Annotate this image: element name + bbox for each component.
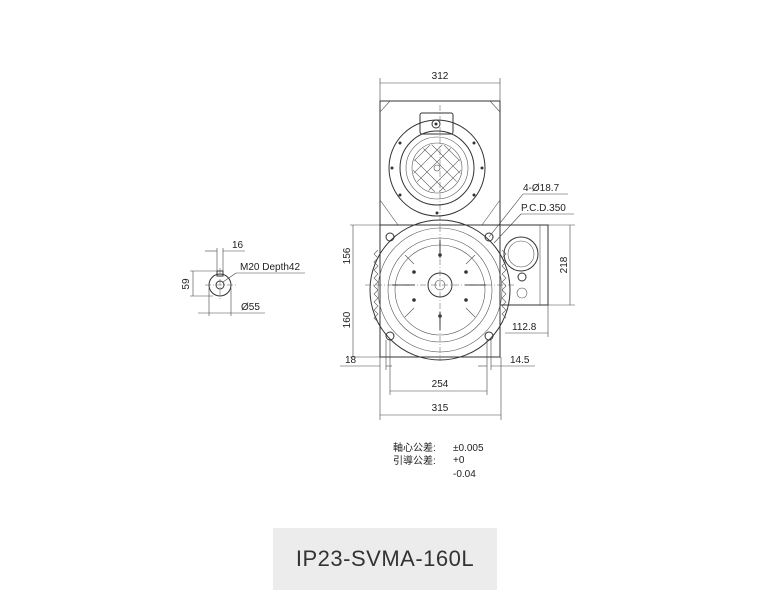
shaft-key-width-label: 16 [232, 240, 244, 251]
shaft-key-height-label: 59 [181, 278, 192, 290]
bolt-callouts: 4-Ø18.7 P.C.D.350 [488, 183, 574, 244]
dim-bottom: 18 14.5 254 315 [340, 340, 535, 420]
tolerance-notes: 軸心公差: ±0.005 引導公差: +0 -0.04 [393, 441, 484, 480]
shaft-end-view: 16 M20 Depth42 59 Ø55 [181, 240, 305, 316]
dim-label-218: 218 [559, 256, 570, 273]
dim-label-254: 254 [432, 379, 449, 390]
fan-grille-icon [413, 144, 461, 192]
dim-label-pcd: P.C.D.350 [521, 203, 566, 214]
dim-box-offset: 112.8 [505, 305, 549, 337]
dim-label-160: 160 [342, 311, 353, 328]
dim-label-bolt-holes: 4-Ø18.7 [523, 183, 560, 194]
spigot-tolerance-upper: +0 [453, 455, 465, 466]
motor-body [365, 105, 515, 361]
axis-tolerance-value: ±0.005 [453, 443, 484, 454]
dim-top-width: 312 [379, 71, 501, 101]
dim-label-315: 315 [432, 403, 449, 414]
dim-label-156: 156 [342, 247, 353, 264]
dim-label-312: 312 [432, 71, 449, 82]
terminal-box [499, 224, 549, 306]
spigot-tolerance-label: 引導公差: [393, 454, 436, 467]
axis-tolerance-label: 軸心公差: [393, 441, 436, 454]
shaft-diameter-label: Ø55 [241, 302, 260, 313]
bolt-hole-icon [385, 232, 395, 242]
model-title: IP23-SVMA-160L [273, 528, 497, 590]
dim-vertical-left: 156 160 [342, 224, 380, 358]
dim-label-112-8: 112.8 [512, 322, 537, 333]
dim-box-height: 218 [548, 224, 575, 306]
fan-housing [379, 100, 501, 226]
spigot-tolerance-lower: -0.04 [453, 469, 476, 480]
shaft-tap-label: M20 Depth42 [240, 262, 300, 273]
dim-label-14-5: 14.5 [510, 355, 530, 366]
dim-label-18: 18 [345, 355, 357, 366]
